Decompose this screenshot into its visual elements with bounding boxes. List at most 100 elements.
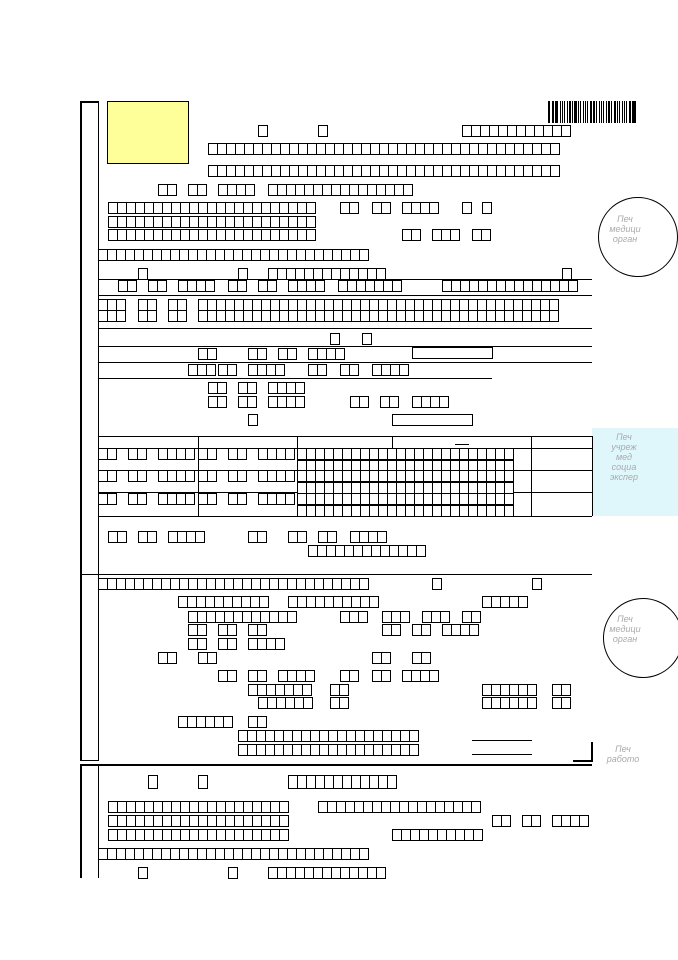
- input-cell-group[interactable]: [268, 867, 386, 879]
- input-cell-group[interactable]: [248, 638, 285, 650]
- input-cell-group[interactable]: [98, 310, 126, 322]
- input-cell[interactable]: [561, 697, 571, 709]
- input-cell[interactable]: [137, 470, 147, 482]
- input-cell-group[interactable]: [340, 670, 359, 682]
- input-cell[interactable]: [376, 867, 386, 879]
- input-cell-group[interactable]: [258, 470, 295, 482]
- input-cell-group[interactable]: [472, 229, 491, 241]
- input-cell-group[interactable]: [138, 867, 148, 879]
- input-cell-group[interactable]: [482, 202, 492, 214]
- input-cell[interactable]: [362, 333, 372, 345]
- input-cell[interactable]: [349, 202, 359, 214]
- input-cell[interactable]: [568, 280, 578, 292]
- input-cell[interactable]: [238, 268, 248, 280]
- input-cell[interactable]: [306, 202, 316, 214]
- input-cell-group[interactable]: [392, 829, 483, 841]
- input-cell-group[interactable]: [188, 624, 207, 636]
- input-cell-group[interactable]: [248, 364, 285, 376]
- input-cell[interactable]: [185, 448, 195, 460]
- input-cell[interactable]: [247, 396, 257, 408]
- input-cell-group[interactable]: [372, 202, 391, 214]
- input-cell-group[interactable]: [258, 125, 268, 137]
- input-cell-group[interactable]: [402, 229, 421, 241]
- input-cell[interactable]: [257, 348, 267, 360]
- input-cell-group[interactable]: [178, 280, 215, 292]
- input-cell-group[interactable]: [108, 216, 316, 228]
- input-cell[interactable]: [471, 611, 481, 623]
- input-cell-group[interactable]: [288, 280, 325, 292]
- input-cell-group[interactable]: [238, 382, 257, 394]
- input-cell-group[interactable]: [350, 396, 369, 408]
- input-cell-group[interactable]: [482, 684, 537, 696]
- input-cell[interactable]: [259, 596, 269, 608]
- input-cell-group[interactable]: [432, 229, 460, 241]
- input-cell[interactable]: [197, 184, 207, 196]
- input-cell-group[interactable]: [198, 470, 217, 482]
- input-cell-group[interactable]: [462, 611, 481, 623]
- input-cell[interactable]: [550, 143, 560, 155]
- input-cell[interactable]: [549, 310, 559, 322]
- input-cell[interactable]: [399, 364, 409, 376]
- input-cell[interactable]: [469, 624, 479, 636]
- input-cell-group[interactable]: [188, 638, 207, 650]
- input-cell-group[interactable]: [228, 867, 238, 879]
- input-cell[interactable]: [306, 216, 316, 228]
- input-cell[interactable]: [148, 775, 158, 789]
- input-cell-group[interactable]: [330, 333, 340, 345]
- input-cell-group[interactable]: [108, 801, 289, 813]
- input-cell-group[interactable]: [198, 493, 217, 505]
- input-cell[interactable]: [330, 333, 340, 345]
- input-cell[interactable]: [376, 268, 386, 280]
- input-cell-group[interactable]: [562, 268, 572, 280]
- input-cell-group[interactable]: [297, 482, 514, 494]
- input-cell-group[interactable]: [382, 611, 410, 623]
- input-cell[interactable]: [409, 730, 419, 742]
- input-cell[interactable]: [227, 638, 237, 650]
- input-cell[interactable]: [416, 545, 426, 557]
- input-cell-group[interactable]: [258, 697, 313, 709]
- input-cell[interactable]: [167, 652, 177, 664]
- input-cell[interactable]: [185, 470, 195, 482]
- input-cell[interactable]: [439, 396, 449, 408]
- input-cell-group[interactable]: [412, 624, 431, 636]
- input-cell[interactable]: [107, 448, 117, 460]
- input-cell-group[interactable]: [412, 652, 431, 664]
- input-cell-group[interactable]: [138, 310, 157, 322]
- input-cell[interactable]: [504, 505, 514, 517]
- input-cell[interactable]: [147, 310, 157, 322]
- input-cell[interactable]: [359, 396, 369, 408]
- input-cell[interactable]: [247, 382, 257, 394]
- input-cell-group[interactable]: [138, 268, 148, 280]
- input-cell-group[interactable]: [402, 202, 439, 214]
- input-cell-group[interactable]: [158, 493, 195, 505]
- input-cell[interactable]: [501, 815, 511, 827]
- input-cell[interactable]: [359, 249, 369, 261]
- input-cell[interactable]: [137, 493, 147, 505]
- input-cell-group[interactable]: [218, 364, 237, 376]
- input-cell[interactable]: [267, 280, 277, 292]
- input-cell[interactable]: [532, 578, 542, 590]
- input-cell-group[interactable]: [208, 143, 560, 155]
- input-cell-group[interactable]: [238, 730, 419, 742]
- input-cell[interactable]: [421, 624, 431, 636]
- input-cell[interactable]: [167, 184, 177, 196]
- input-cell-group[interactable]: [198, 448, 217, 460]
- input-cell-group[interactable]: [178, 716, 233, 728]
- input-cell[interactable]: [157, 280, 167, 292]
- input-cell-group[interactable]: [248, 624, 267, 636]
- input-cell[interactable]: [117, 531, 127, 543]
- input-cell-group[interactable]: [158, 470, 195, 482]
- input-cell[interactable]: [358, 611, 368, 623]
- input-cell[interactable]: [207, 348, 217, 360]
- input-cell[interactable]: [237, 280, 247, 292]
- input-cell[interactable]: [303, 697, 313, 709]
- input-cell[interactable]: [377, 531, 387, 543]
- input-cell-group[interactable]: [198, 775, 208, 789]
- input-cell-group[interactable]: [308, 545, 426, 557]
- input-cell-group[interactable]: [158, 184, 177, 196]
- input-cell[interactable]: [527, 684, 537, 696]
- input-cell-group[interactable]: [218, 638, 237, 650]
- input-cell-group[interactable]: [248, 684, 312, 696]
- input-cell-group[interactable]: [108, 229, 316, 241]
- input-cell-group[interactable]: [158, 448, 195, 460]
